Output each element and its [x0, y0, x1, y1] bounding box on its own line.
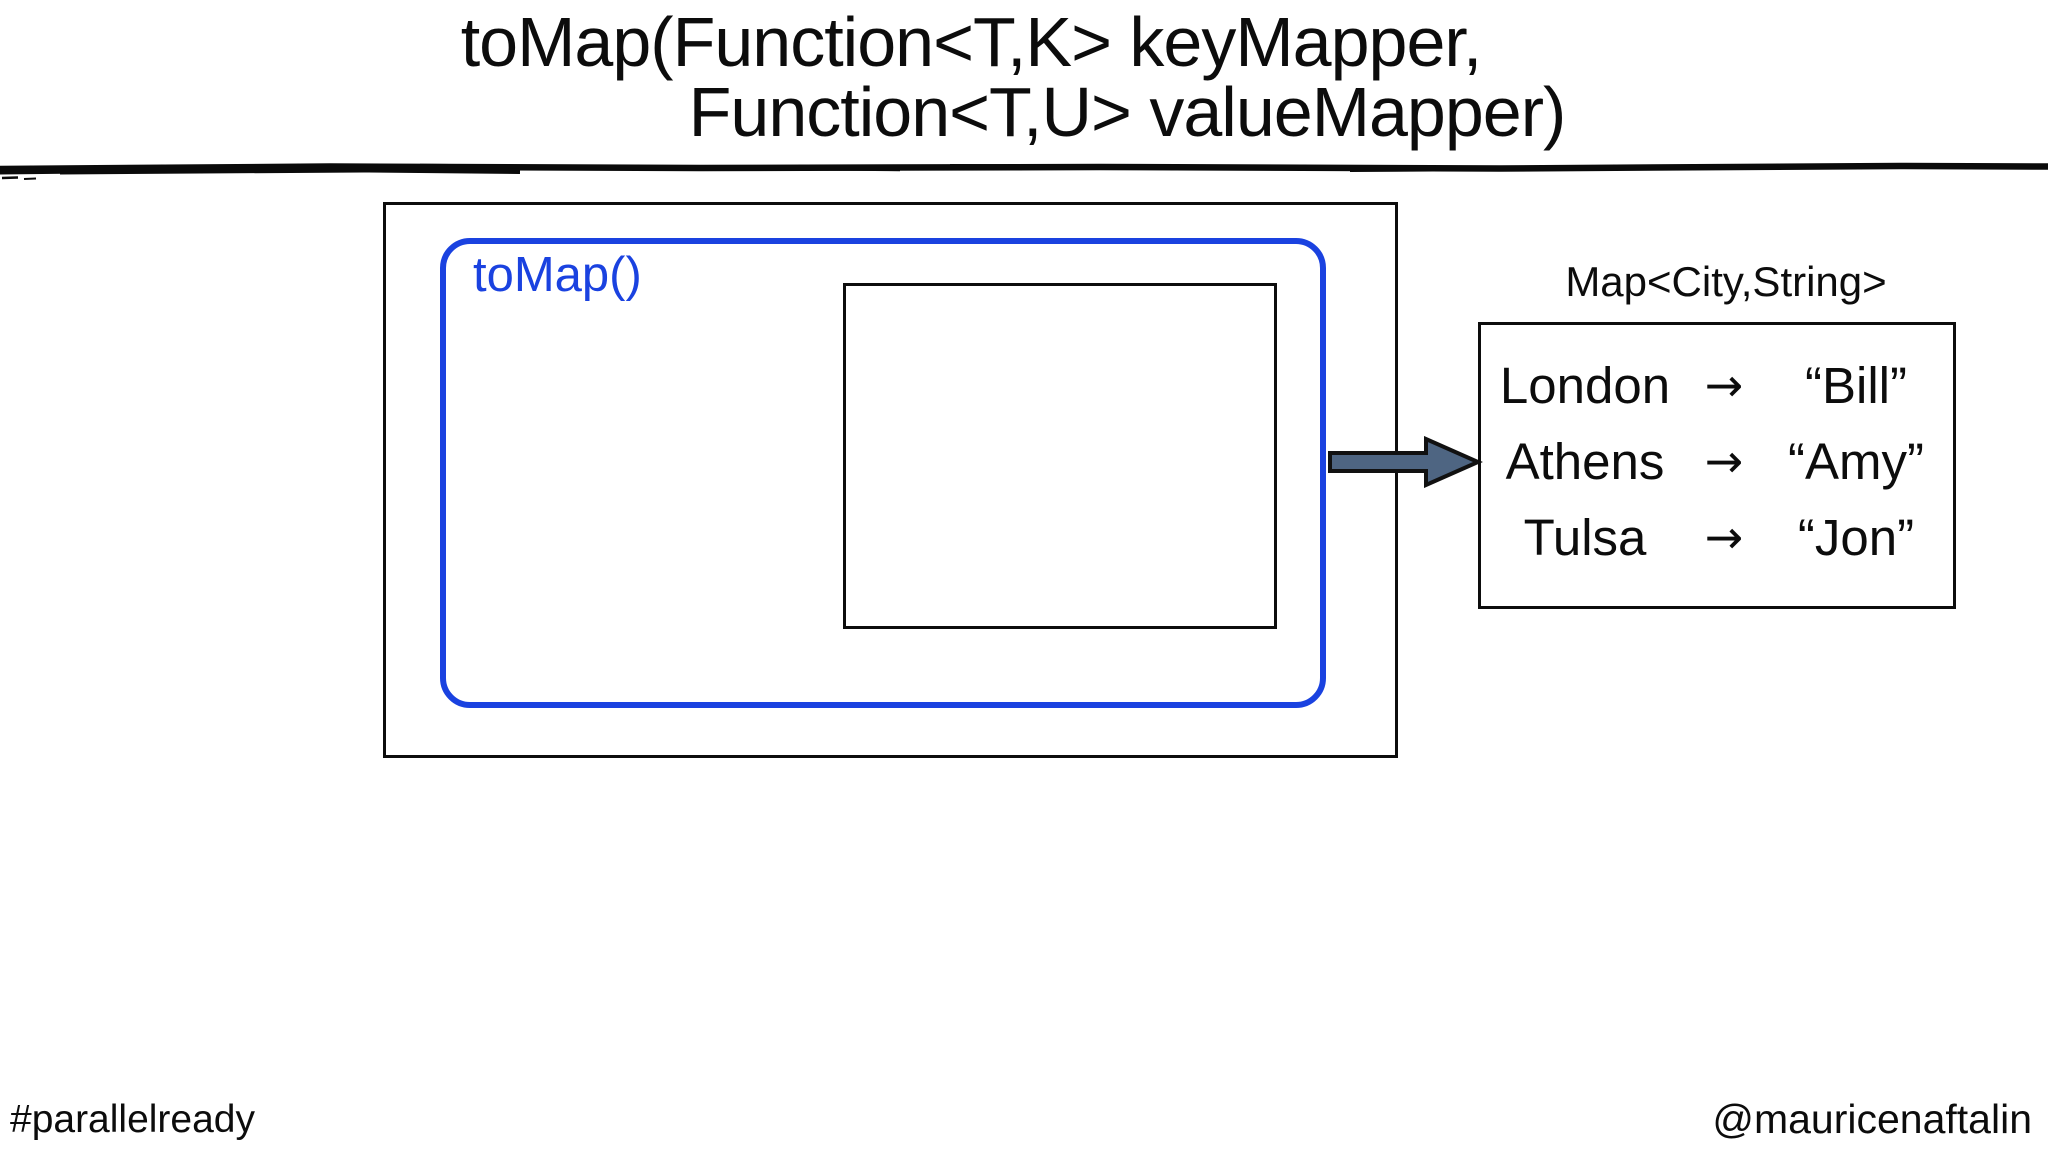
map-entry-value: “Jon”	[1797, 508, 1915, 566]
map-entry-value: “Bill”	[1805, 356, 1907, 414]
map-entry-value: “Amy”	[1788, 432, 1924, 490]
map-entry-row: Tulsa → “Jon”	[1481, 499, 1953, 575]
map-entry-key: London	[1499, 356, 1671, 414]
map-entry-row: London → “Bill”	[1481, 347, 1953, 423]
stream-pipeline-box	[383, 202, 1398, 758]
maps-to-arrow-icon: →	[1704, 358, 1744, 412]
slide-title-line-1: toMap(Function<T,K> keyMapper,	[460, 3, 1483, 81]
tomap-collector-label: toMap()	[473, 248, 642, 302]
twitter-handle-footer: @mauricenaftalin	[1712, 1096, 2032, 1142]
map-result-box: London → “Bill” Athens → “Amy” Tulsa → “…	[1478, 322, 1956, 609]
slide-title-line-2: Function<T,U> valueMapper)	[688, 73, 1567, 151]
inner-box	[843, 283, 1277, 629]
output-arrow-icon	[1328, 436, 1483, 488]
maps-to-arrow-icon: →	[1704, 510, 1744, 564]
hashtag-footer: #parallelready	[10, 1098, 255, 1141]
map-entry-row: Athens → “Amy”	[1481, 423, 1953, 499]
maps-to-arrow-icon: →	[1704, 434, 1744, 488]
map-entry-key: Athens	[1505, 432, 1665, 490]
tomap-collector-box	[440, 238, 1326, 708]
map-type-label: Map<City,String>	[1565, 258, 1887, 305]
hand-drawn-divider	[0, 162, 2048, 180]
map-entry-key: Tulsa	[1523, 508, 1647, 566]
